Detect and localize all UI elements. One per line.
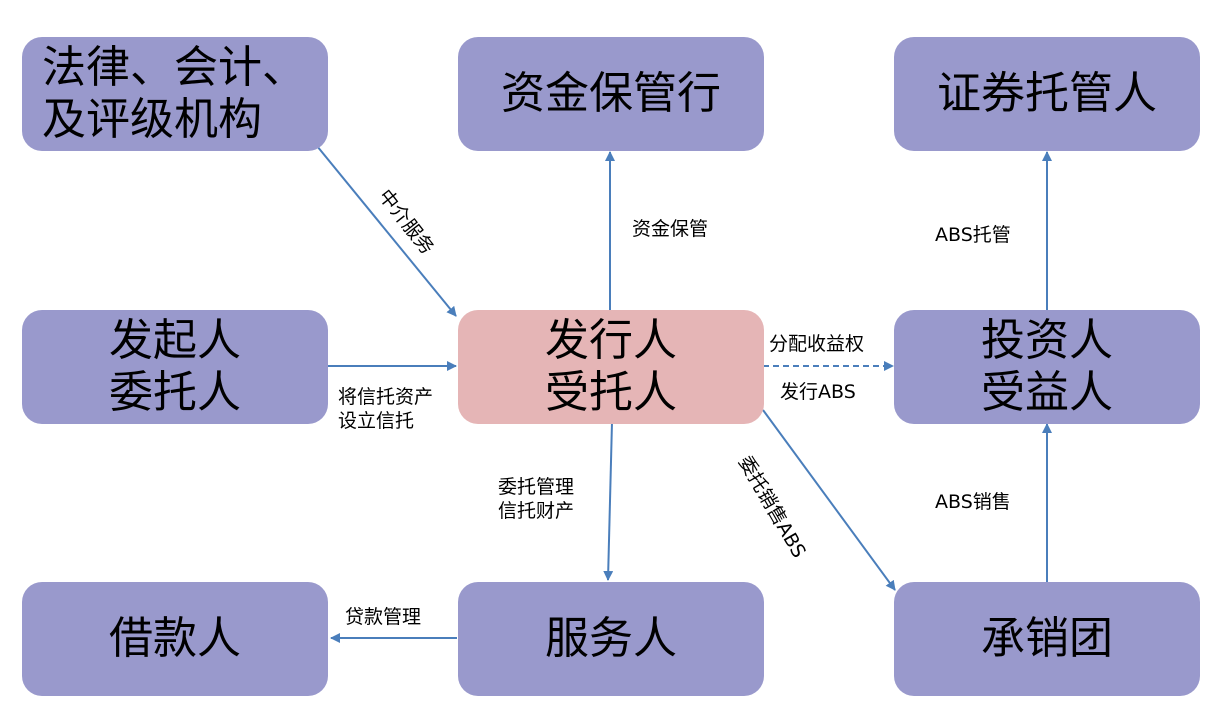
label-distribute: 分配收益权: [769, 333, 865, 355]
node-servicer: 服务人: [458, 582, 764, 696]
node-securities-custodian: 证券托管人: [894, 37, 1200, 151]
label-fund-custody: 资金保管: [632, 218, 709, 240]
node-originator: 发起人 委托人: [22, 310, 328, 424]
label-issue: 发行ABS: [780, 381, 856, 403]
node-custodian-bank: 资金保管行: [458, 37, 764, 151]
arrow-manage: [603, 421, 614, 581]
node-borrower: 借款人: [22, 582, 328, 696]
node-investor: 投资人 受益人: [894, 310, 1200, 424]
label-loan-mgmt: 贷款管理: [345, 606, 422, 628]
label-abs-custody: ABS托管: [935, 224, 1011, 246]
arrow-intermediary: [316, 145, 457, 317]
node-agencies: 法律、会计、 及评级机构: [22, 37, 328, 151]
node-issuer: 发行人 受托人: [458, 310, 764, 424]
node-underwriter: 承销团: [894, 582, 1200, 696]
label-abs-sales: ABS销售: [935, 491, 1011, 513]
label-manage: 委托管理 信托财产: [498, 476, 575, 522]
label-trust-setup: 将信托资产 设立信托: [338, 386, 434, 432]
arrow-sell-delegate: [762, 409, 896, 591]
